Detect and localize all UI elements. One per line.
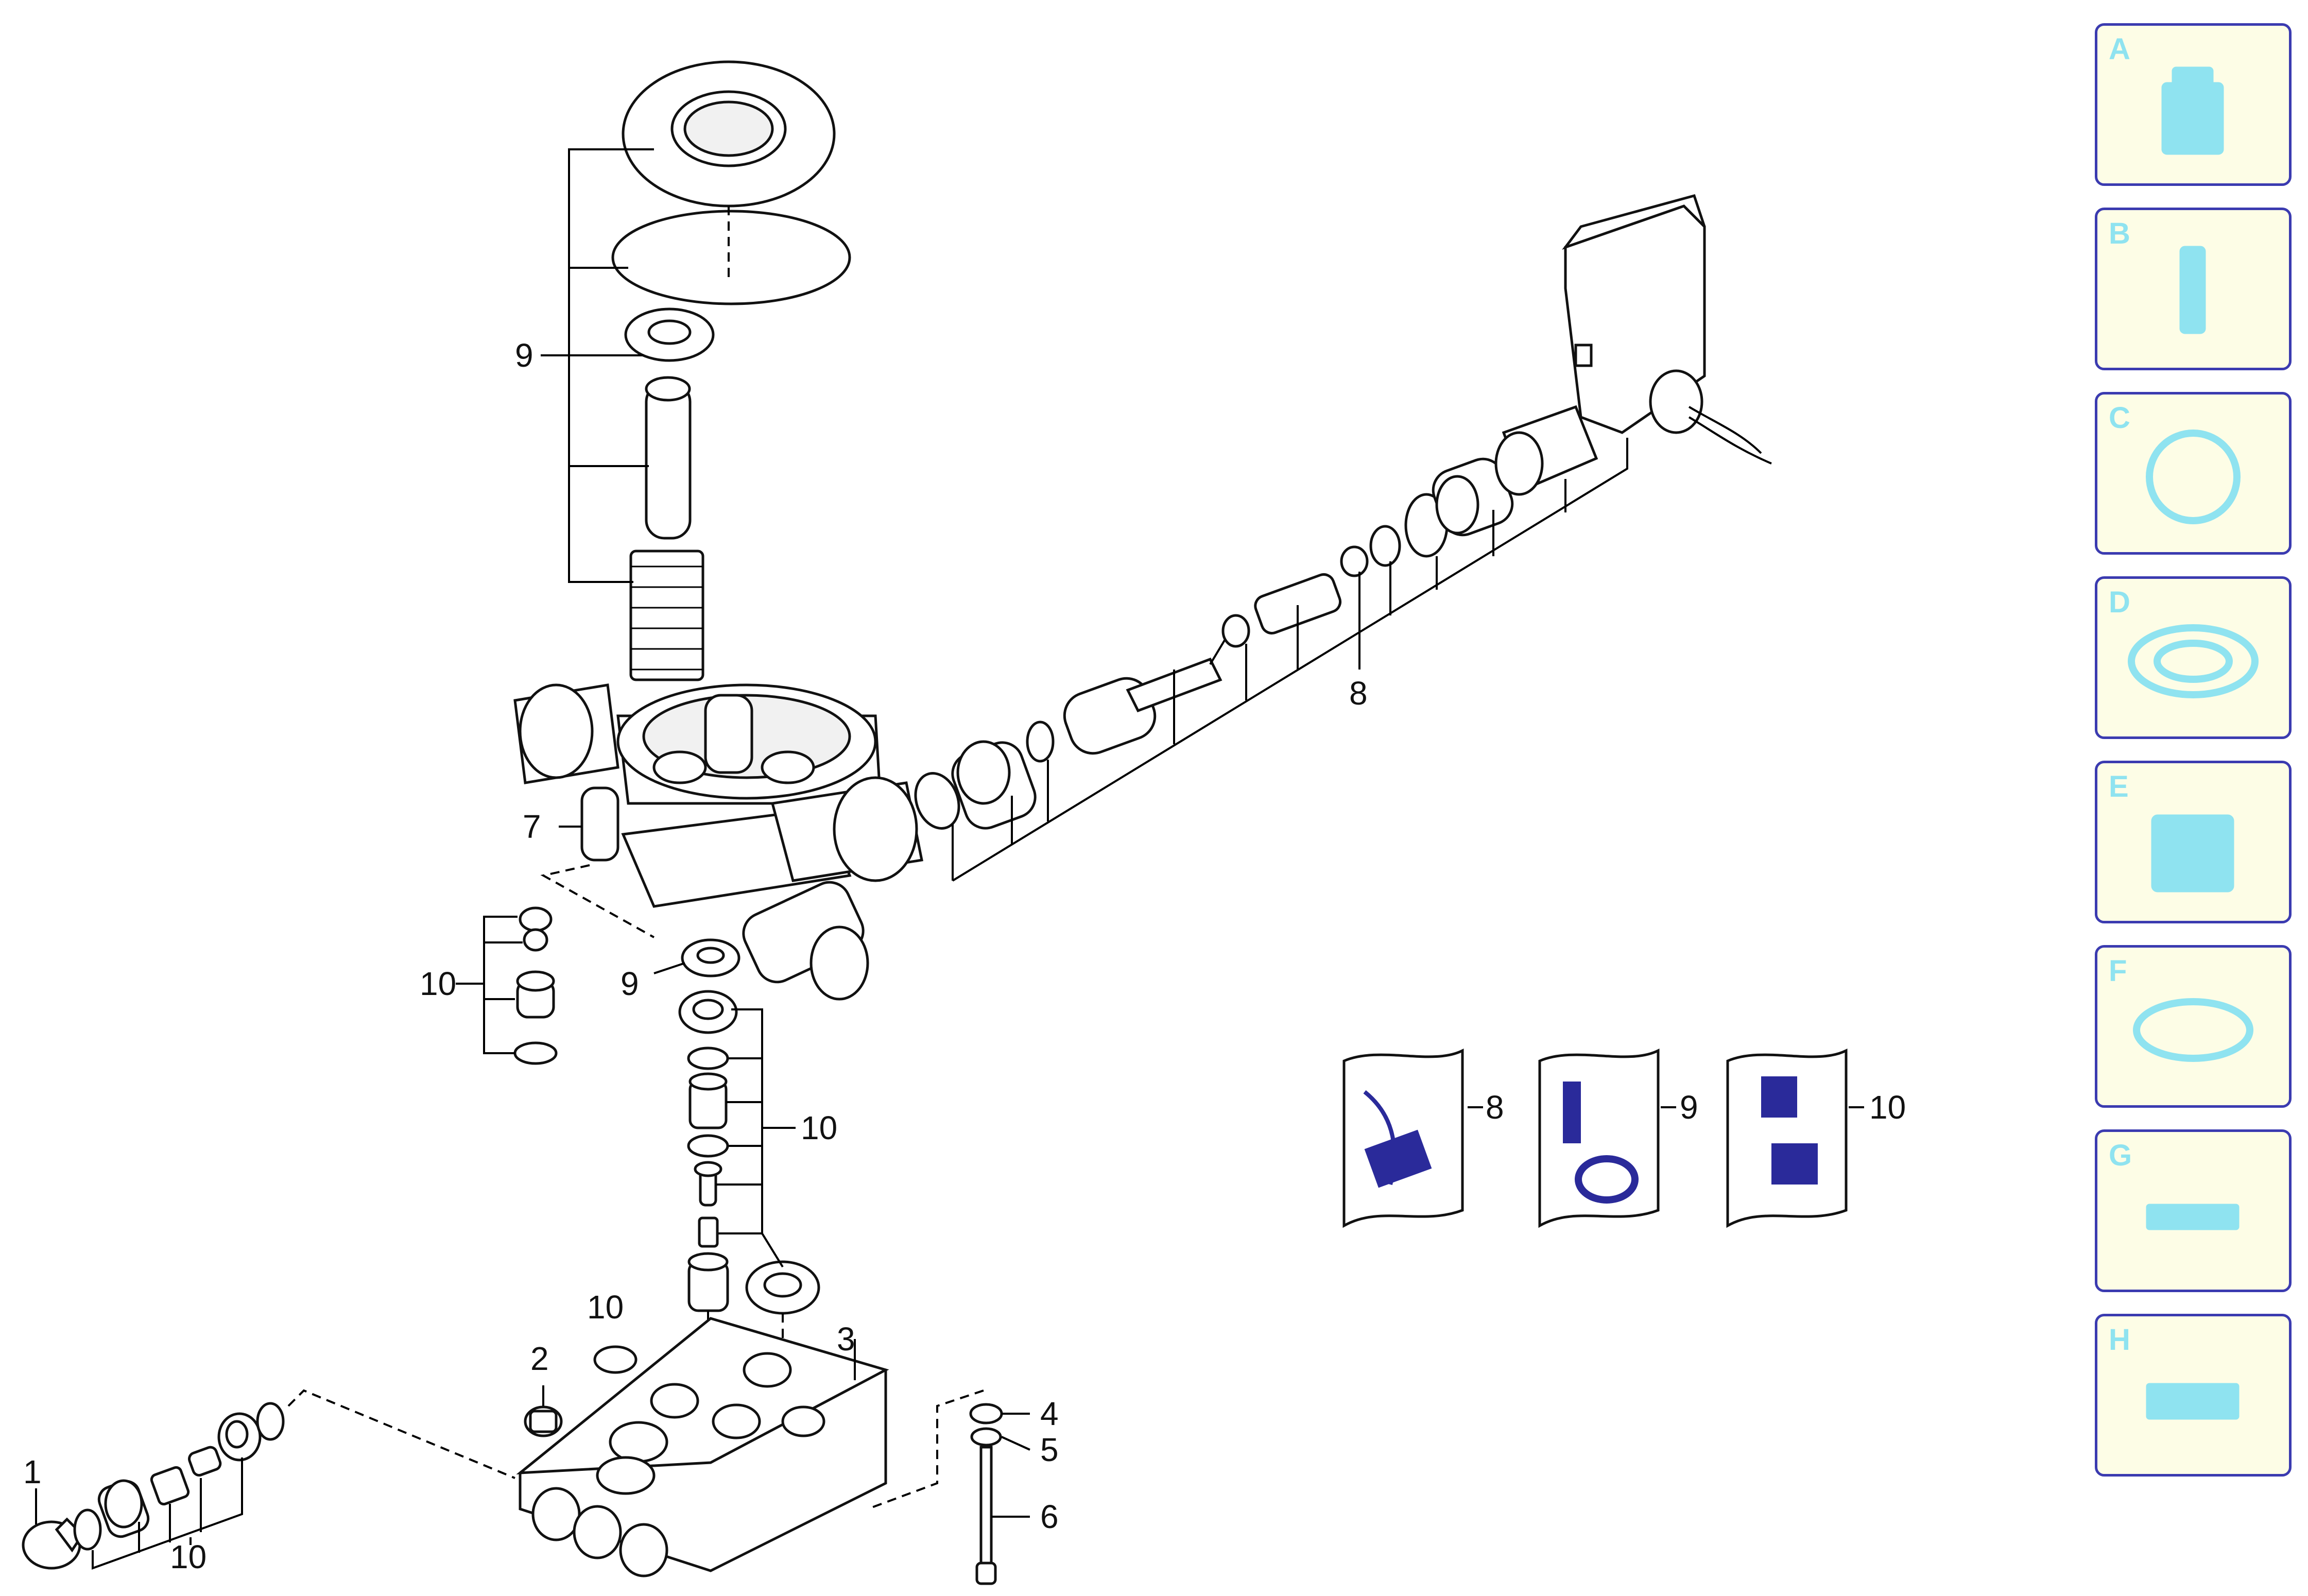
legend-card-g[interactable]: G (2095, 1129, 2292, 1292)
bypass-o-ring-2-part (256, 1402, 285, 1441)
flat-washer-icon (2146, 1204, 2240, 1230)
legend-letter-e: E (2109, 770, 2129, 803)
kit-10-label: 10 (1869, 1089, 1906, 1126)
pressure-switch-box-part (1562, 194, 1772, 465)
callout-4: 4 (1040, 1395, 1059, 1432)
legend-letter-c: C (2109, 401, 2130, 435)
retainer-plate-icon (2146, 1383, 2240, 1420)
center-valve-pin-part (694, 1161, 722, 1207)
left-valve-cap-part (519, 906, 553, 932)
callout-9-top: 9 (515, 337, 533, 374)
center-o-ring-2-part (687, 1134, 729, 1158)
legend-letter-b: B (2109, 217, 2130, 250)
mid-seal-part (681, 938, 740, 977)
pump-head-part (513, 683, 923, 1001)
unloader-spring-part (1254, 573, 1342, 634)
spring-washer-part (969, 1403, 1003, 1425)
callout-5: 5 (1040, 1431, 1059, 1468)
kit-10-bag-icon (1726, 1048, 1848, 1228)
kit-9-label: 9 (1680, 1089, 1698, 1126)
left-valve-o-ring-part (513, 1041, 558, 1065)
bypass-seat-part (217, 1412, 262, 1462)
body-o-ring-part (593, 1345, 638, 1374)
upper-washer-part (624, 307, 715, 362)
center-valve-cap-part (678, 990, 738, 1034)
callout-10-mid: 10 (801, 1109, 837, 1146)
center-o-ring-1-part (687, 1046, 729, 1070)
legend-card-h[interactable]: H (2095, 1314, 2292, 1477)
drain-plug-part (524, 1405, 563, 1437)
bypass-spring-part (150, 1466, 190, 1506)
callout-10-oring: 10 (587, 1289, 624, 1326)
legend-letter-g: G (2109, 1139, 2132, 1172)
piston-pin-icon (2179, 246, 2206, 334)
left-valve-spring-part (523, 928, 548, 952)
mounting-bolt-part (975, 1446, 997, 1585)
legend-card-e[interactable]: E (2095, 761, 2292, 923)
legend-letter-f: F (2109, 954, 2127, 988)
callout-9-mid: 9 (621, 965, 639, 1002)
unloader-o-ring-2-part (1026, 720, 1055, 763)
legend-card-a[interactable]: A (2095, 23, 2292, 186)
unloader-washer-2-part (1340, 545, 1369, 577)
top-gasket-part (611, 210, 851, 305)
center-valve-sleeve-part (745, 1260, 820, 1315)
kit-9-bag-icon (1538, 1048, 1660, 1228)
unloader-sleeve-part (951, 740, 1037, 830)
top-seal-ring-part (622, 60, 836, 208)
bypass-o-ring-1-part (73, 1508, 102, 1551)
callout-3: 3 (837, 1320, 855, 1358)
valve-seat-icon (2151, 814, 2234, 893)
unloader-washer-1-part (1221, 614, 1250, 648)
callout-8: 8 (1349, 675, 1368, 712)
left-valve-seat-part (516, 970, 555, 1019)
unloader-piston-part (1063, 638, 1227, 755)
legend-card-b[interactable]: B (2095, 208, 2292, 370)
pump-body-part (516, 1317, 889, 1577)
callout-1: 1 (23, 1453, 42, 1490)
flat-washer-part (970, 1427, 1002, 1447)
center-valve-seat-part (687, 1252, 729, 1312)
callout-6: 6 (1040, 1498, 1059, 1535)
unloader-washer-3-part (1369, 525, 1401, 567)
legend-card-f[interactable]: F (2095, 945, 2292, 1108)
kit-8-bag-icon (1342, 1048, 1464, 1228)
bypass-valve-body-part (97, 1479, 150, 1538)
o-ring-icon (2133, 998, 2253, 1062)
center-valve-body-part (688, 1072, 728, 1129)
callout-7: 7 (523, 808, 541, 845)
gasket-ring-icon (2146, 430, 2241, 524)
legend-letter-h: H (2109, 1323, 2130, 1357)
callout-10-bottom: 10 (170, 1538, 206, 1575)
valve-assembly-icon (2161, 66, 2224, 155)
bypass-pin-part (187, 1446, 222, 1477)
legend-card-c[interactable]: C (2095, 392, 2292, 555)
legend-letter-d: D (2109, 586, 2130, 619)
legend-card-d[interactable]: D (2095, 576, 2292, 739)
seal-ring-icon (2128, 624, 2259, 698)
center-valve-spring-part (698, 1216, 719, 1248)
unloader-o-ring-1-part (914, 772, 960, 830)
kit-8-label: 8 (1486, 1089, 1504, 1126)
legend-letter-a: A (2109, 32, 2130, 66)
return-spring-part (629, 550, 704, 681)
unloader-nut-part (1494, 405, 1598, 496)
callout-10-left: 10 (420, 965, 456, 1002)
piston-pin-part (645, 376, 692, 540)
callout-2: 2 (530, 1340, 549, 1377)
